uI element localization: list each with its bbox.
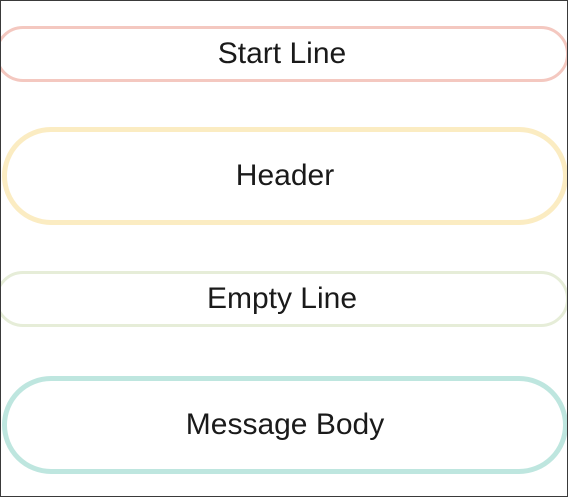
start-line-label: Start Line: [217, 37, 347, 70]
message-body-box: Message Body: [2, 376, 567, 474]
message-body-label: Message Body: [185, 408, 385, 441]
header-label: Header: [235, 159, 335, 192]
empty-line-label: Empty Line: [206, 282, 358, 315]
empty-line-box: Empty Line: [1, 271, 567, 327]
header-box: Header: [2, 127, 567, 225]
start-line-box: Start Line: [1, 26, 567, 82]
